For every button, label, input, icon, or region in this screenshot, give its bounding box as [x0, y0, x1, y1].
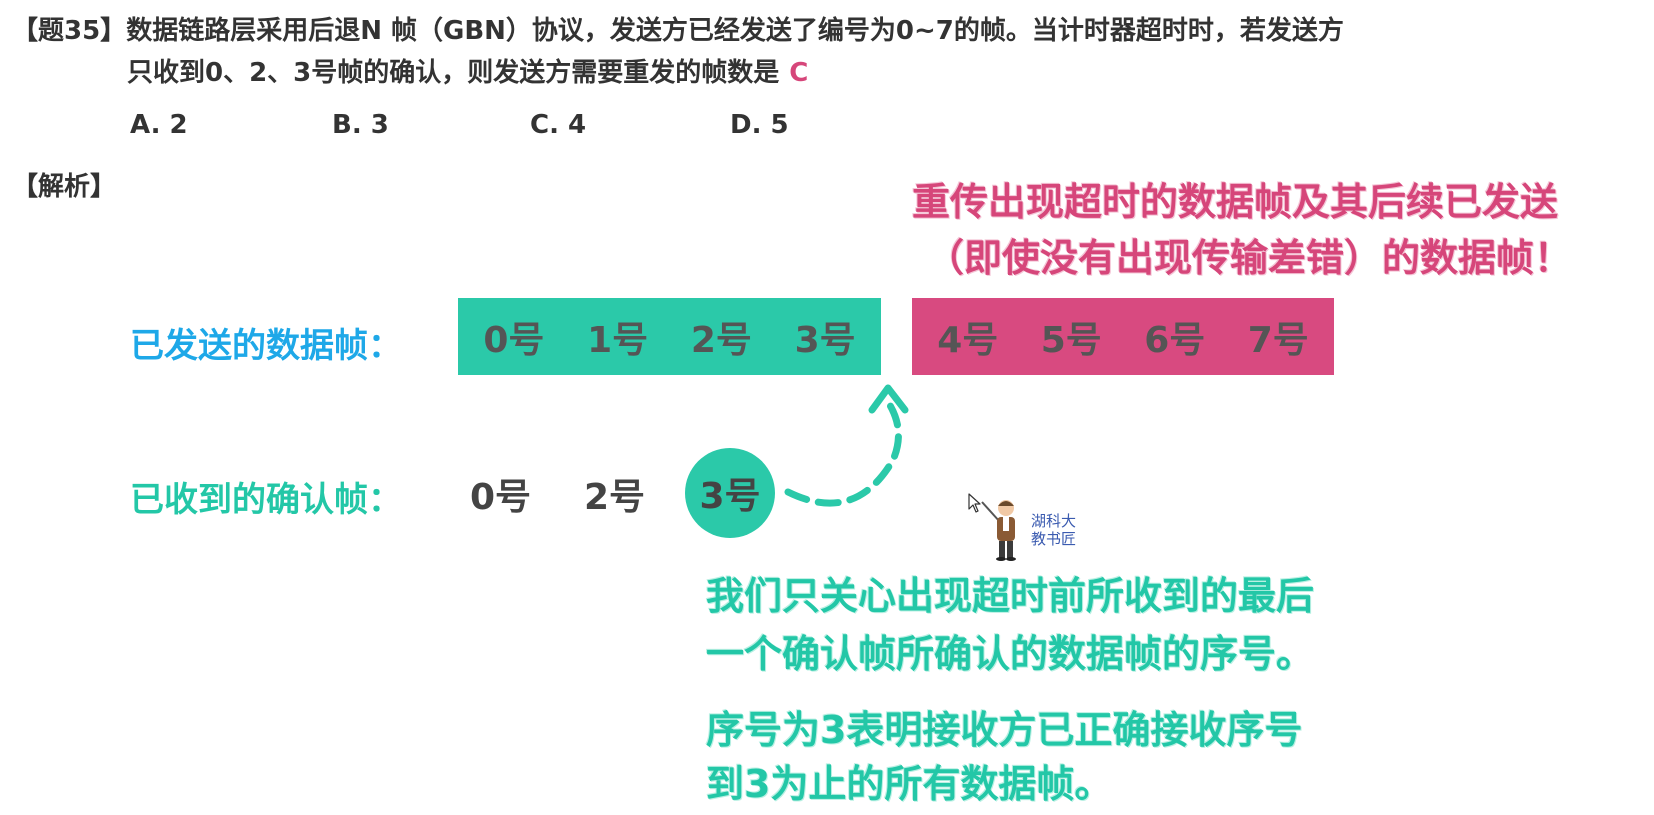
ack-frame-0: 0号: [470, 477, 532, 518]
ack-frames-label: 已收到的确认帧：: [130, 480, 402, 520]
green-note-line-4: 到3为止的所有数据帧。: [706, 762, 1113, 806]
answer-mark: C: [789, 58, 809, 88]
green-note-line-2: 一个确认帧所确认的数据帧的序号。: [706, 632, 1315, 676]
dashed-curved-arrow-icon: [784, 384, 909, 507]
red-note-line-2: （即使没有出现传输差错）的数据帧！: [926, 236, 1573, 280]
green-note-line-1: 我们只关心出现超时前所收到的最后: [706, 574, 1315, 618]
question-line-1: 【题35】数据链路层采用后退N 帧（GBN）协议，发送方已经发送了编号为0~7的…: [12, 14, 1344, 48]
question-line-2: 只收到0、2、3号帧的确认，则发送方需要重发的帧数是 C: [127, 56, 808, 90]
teacher-mascot-icon: [981, 500, 1016, 561]
question-tag: 【题35】: [12, 16, 127, 46]
sent-frame-2: 2号: [690, 319, 752, 361]
ack-frame-3: 3号: [699, 476, 761, 517]
option-c: C. 4: [530, 110, 587, 140]
sent-frame-4: 4号: [937, 319, 999, 361]
analysis-tag: 【解析】: [12, 172, 117, 202]
logo-text: 湖科大 教书匠: [1031, 512, 1076, 548]
logo-text-line-2: 教书匠: [1031, 530, 1077, 548]
sent-frame-1: 1号: [587, 319, 649, 361]
option-a: A. 2: [130, 110, 188, 140]
sent-frame-6: 6号: [1144, 319, 1206, 361]
logo-text-line-1: 湖科大: [1031, 512, 1077, 530]
green-note-line-3: 序号为3表明接收方已正确接收序号: [706, 708, 1303, 752]
ack-frame-2: 2号: [584, 477, 646, 518]
sent-frame-7: 7号: [1247, 319, 1309, 361]
ack-frame-3-highlight: 3号: [685, 448, 775, 538]
sent-frames-ok-bar: 0号 1号 2号 3号: [458, 298, 881, 375]
sent-frame-0: 0号: [483, 319, 545, 361]
sent-frame-3: 3号: [794, 319, 856, 361]
question-text-line-2: 只收到0、2、3号帧的确认，则发送方需要重发的帧数是: [127, 58, 780, 88]
question-text-line-1: 数据链路层采用后退N 帧（GBN）协议，发送方已经发送了编号为0~7的帧。当计时…: [126, 16, 1344, 46]
sent-frame-5: 5号: [1040, 319, 1102, 361]
option-b: B. 3: [332, 110, 389, 140]
cursor-icon: [968, 493, 981, 513]
sent-frames-resend-bar: 4号 5号 6号 7号: [912, 298, 1334, 375]
option-d: D. 5: [730, 110, 789, 140]
sent-frames-label: 已发送的数据帧：: [130, 326, 402, 366]
red-note-line-1: 重传出现超时的数据帧及其后续已发送: [912, 180, 1559, 224]
